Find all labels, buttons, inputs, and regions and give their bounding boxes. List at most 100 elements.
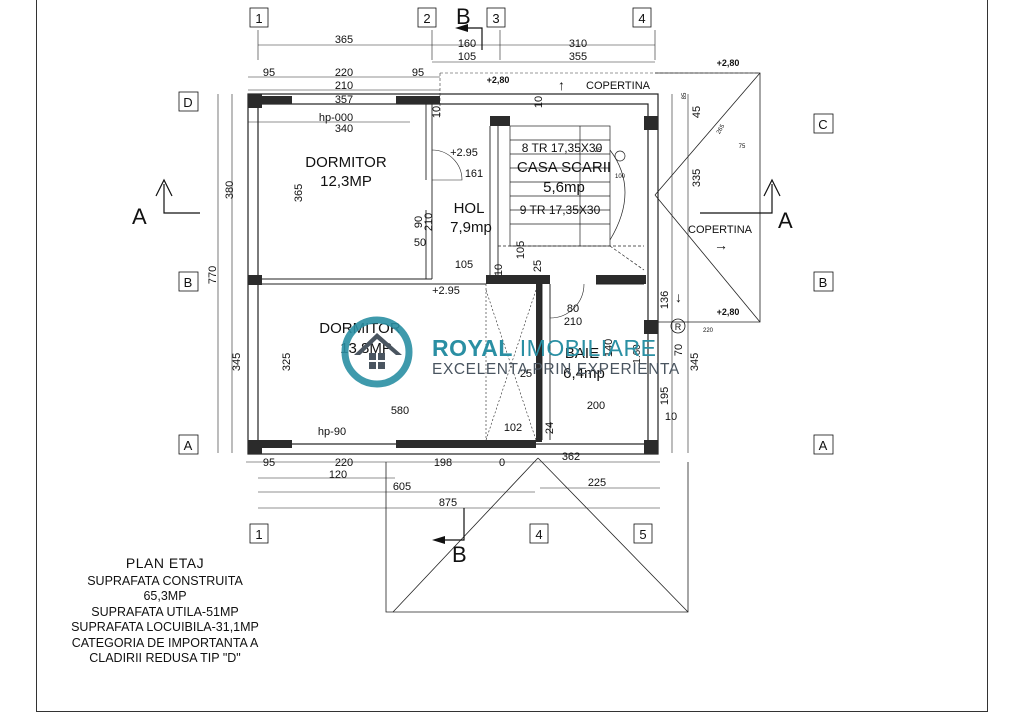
watermark-slogan: EXCELENTA PRIN EXPERIENTA	[432, 361, 680, 378]
room-casa-scarii-area: 5,6mp	[543, 179, 585, 196]
room-casa-scarii-name: CASA SCARII	[517, 159, 611, 176]
room-dormitor-1-area: 12,3MP	[320, 173, 372, 190]
axis-bottom-4: 4	[535, 527, 542, 542]
caption-line: SUPRAFATA CONSTRUITA	[87, 573, 243, 588]
section-a-left-label: A	[132, 204, 147, 229]
roof-right	[654, 72, 761, 323]
dim-345-left: 345	[231, 353, 243, 371]
stair-labels: 8 TR 17,35X30 9 TR 17,35X30	[520, 141, 603, 217]
dim-70: 70	[673, 344, 685, 356]
room-labels: DORMITOR 12,3MP HOL 7,9mp CASA SCARII 5,…	[305, 154, 611, 382]
axis-top-1: 1	[255, 11, 262, 26]
wall-piers	[248, 94, 658, 454]
axis-left-d: D	[183, 95, 192, 110]
canopy-top-label: COPERTINA	[586, 80, 651, 92]
watermark: ROYAL IMOBILIARE EXCELENTA PRIN EXPERIEN…	[340, 315, 680, 395]
dim-770: 770	[207, 266, 219, 284]
grid-axes-left: D B A	[178, 91, 199, 455]
dim-605: 605	[393, 481, 411, 493]
house-logo-icon	[341, 316, 413, 388]
dim-25-b: 25	[520, 368, 532, 380]
dimension-texts-left: 380 770 345 365 325	[207, 181, 305, 371]
stair-upper-label: 8 TR 17,35X30	[522, 141, 603, 155]
axis-top-2: 2	[423, 11, 430, 26]
drawing-frame	[36, 0, 988, 712]
caption-line: SUPRAFATA UTILA-51MP	[91, 604, 239, 619]
dim-345-right: 345	[689, 353, 701, 371]
caption-line: CLADIRII REDUSA TIP "D"	[89, 651, 241, 665]
roof-bottom	[385, 457, 689, 613]
watermark-brand-bold: ROYAL	[432, 335, 513, 361]
caption-title: PLAN ETAJ	[125, 555, 205, 571]
stair-lower-label: 9 TR 17,35X30	[520, 203, 601, 217]
dim-10-c: 10	[493, 264, 505, 276]
dim-340: 340	[335, 123, 353, 135]
dim-95-top-right: 95	[412, 67, 424, 79]
axis-top-4: 4	[638, 11, 645, 26]
up-arrow-icon: ↑	[558, 77, 565, 93]
dim-10-right: 10	[665, 411, 677, 423]
dimension-texts-right: 45 335 136 140 70 345 195 10	[603, 106, 703, 423]
dim-10-a: 10	[431, 106, 443, 118]
dim-95-bottom: 95	[263, 457, 275, 469]
registered-icon: R	[675, 322, 682, 332]
dim-380: 380	[224, 181, 236, 199]
grid-axes-right: C B A	[813, 113, 834, 455]
axis-left-a: A	[184, 438, 193, 453]
section-a-right-label: A	[778, 208, 793, 233]
section-a-right: A	[700, 178, 793, 233]
dim-10-b: 10	[533, 96, 545, 108]
dim-365: 365	[335, 34, 353, 46]
dim-90: 90	[413, 216, 425, 228]
dim-265: 265	[716, 123, 727, 135]
down-arrow-icon: ↓	[675, 289, 682, 305]
axis-top-3: 3	[492, 11, 499, 26]
dim-198: 198	[434, 457, 452, 469]
room-hol-area: 7,9mp	[450, 219, 492, 236]
dim-25-small: 25	[595, 148, 602, 154]
plan-caption: PLAN ETAJ SUPRAFATA CONSTRUITA 65,3MP SU…	[40, 555, 290, 667]
dim-325: 325	[281, 353, 293, 371]
level-hall: +2.95	[450, 147, 478, 159]
dim-100: 100	[615, 174, 626, 180]
dim-362: 362	[562, 451, 580, 463]
section-b-top: B	[455, 4, 483, 50]
room-hol-name: HOL	[454, 200, 485, 217]
section-b-bottom-label: B	[452, 542, 467, 567]
caption-line: CATEGORIA DE IMPORTANTA A	[71, 635, 259, 650]
dim-357: 357	[335, 94, 353, 106]
dim-875: 875	[439, 497, 457, 509]
dim-210-top: 210	[335, 80, 353, 92]
level-roof-left: +2,80	[717, 58, 740, 68]
dim-160: 160	[458, 38, 476, 50]
level-roof-top: +2,80	[487, 75, 510, 85]
dim-365-left: 365	[293, 184, 305, 202]
dim-195: 195	[659, 387, 671, 405]
axis-right-b: B	[819, 275, 828, 290]
dim-200: 200	[587, 400, 605, 412]
dim-160-bath: 1.60	[632, 344, 643, 364]
dim-210-bath: 210	[564, 316, 582, 328]
caption-line: SUPRAFATA LOCUIBILA-31,1MP	[71, 620, 259, 634]
dim-225: 225	[588, 477, 606, 489]
dim-75: 75	[739, 144, 746, 150]
dim-220-top: 220	[335, 67, 353, 79]
dimension-texts-interior: 10 10 161 90 210 50 105 10 105 25 80 210…	[391, 96, 643, 434]
dim-85: 85	[682, 92, 688, 99]
dimension-texts-top: 365 160 310 105 355 95 220 95 210 357 34…	[263, 34, 587, 135]
dimension-texts-small: 85 75 265 100 25 220	[595, 92, 746, 334]
watermark-brand-rest: IMOBILIARE	[512, 335, 657, 361]
room-dormitor-1-name: DORMITOR	[305, 154, 387, 171]
axis-right-a: A	[819, 438, 828, 453]
caption-line: 65,3MP	[143, 589, 187, 603]
dim-140: 140	[603, 339, 615, 357]
axis-right-c: C	[818, 117, 827, 132]
right-arrow-icon: →	[714, 237, 728, 253]
level-roof-right: +2,80	[717, 307, 740, 317]
dim-210-hall: 210	[423, 213, 435, 231]
canopy-labels: ↑ COPERTINA COPERTINA → ↓	[558, 77, 753, 305]
axis-left-b: B	[184, 275, 193, 290]
section-a-left: A	[132, 178, 200, 229]
section-b-top-label: B	[456, 4, 471, 29]
